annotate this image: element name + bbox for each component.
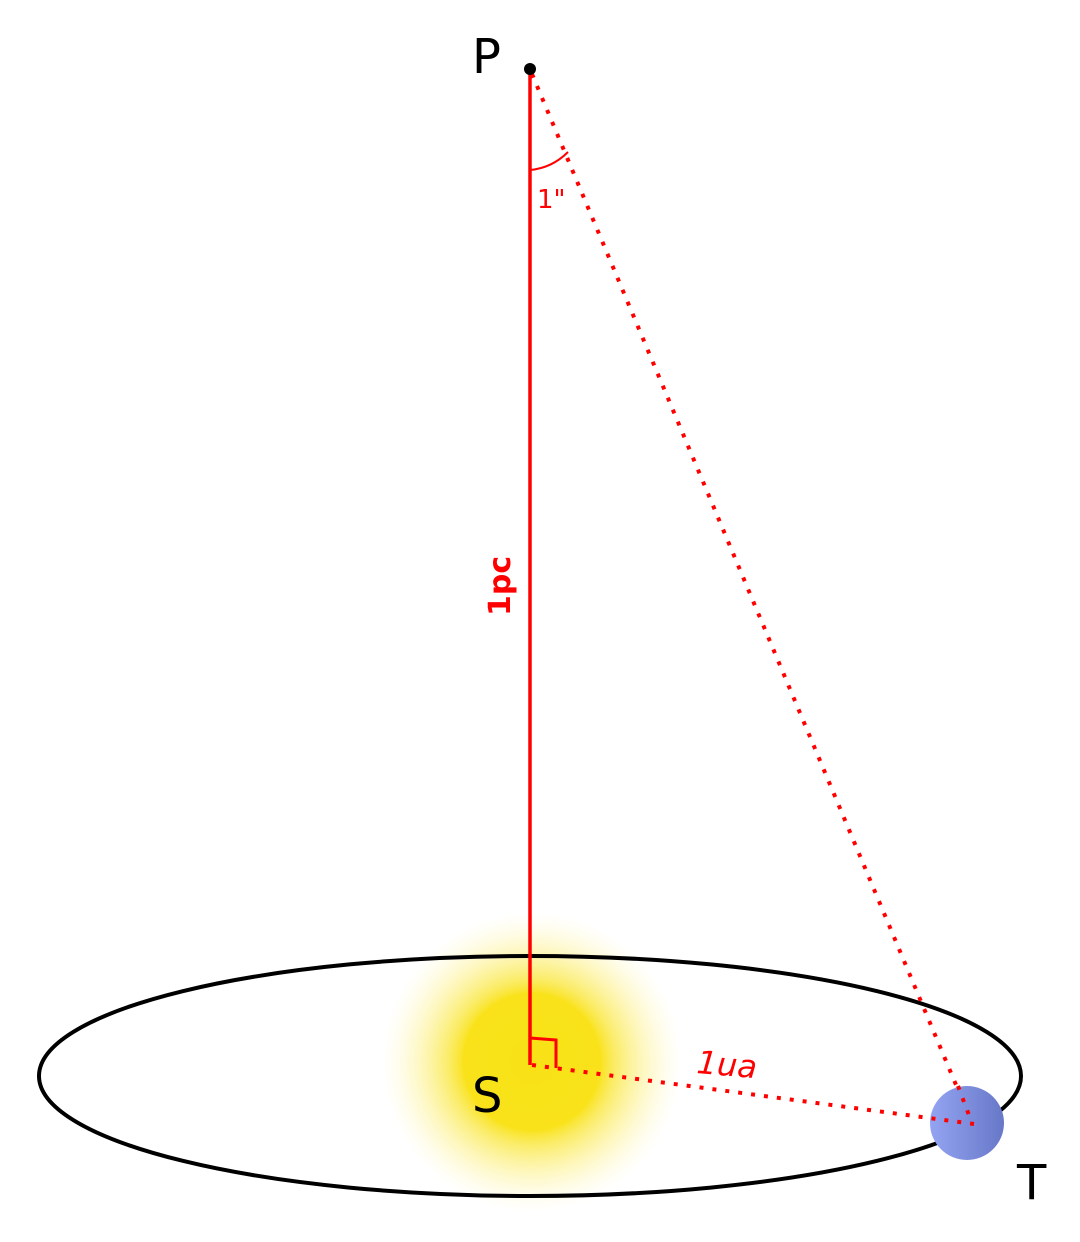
sun-core (462, 992, 602, 1132)
star-label: P (472, 29, 501, 85)
earth-label: T (1016, 1155, 1047, 1211)
point-icon (524, 63, 536, 75)
distance-label: 1pc (483, 556, 518, 616)
angle-arc (529, 151, 569, 171)
planet-icon (930, 1086, 1004, 1160)
angle-label: 1" (537, 185, 566, 215)
sun-label: S (472, 1068, 502, 1124)
radius-label: 1ua (695, 1043, 758, 1086)
radius-line (531, 1063, 975, 1126)
right-angle-marker (529, 1036, 558, 1068)
